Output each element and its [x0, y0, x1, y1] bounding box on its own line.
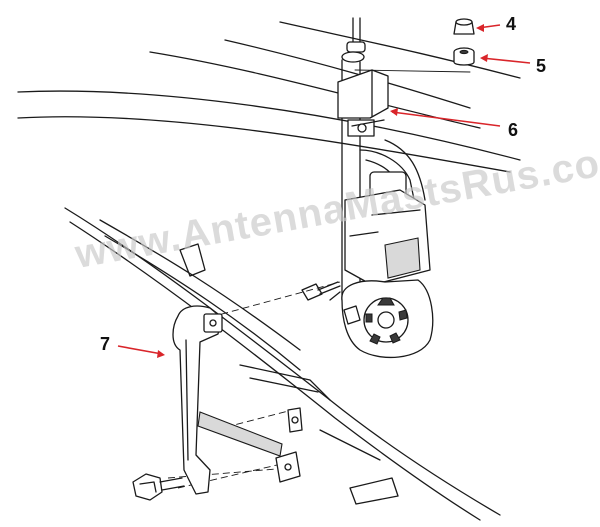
brace-bolt [132, 473, 185, 501]
inner-fender-panel [64, 207, 501, 521]
callout-label-6: 6 [508, 120, 518, 140]
callout-4: 4 [476, 14, 516, 34]
callout-7: 7 [100, 334, 165, 358]
callout-label-7: 7 [100, 334, 110, 354]
callout-label-4: 4 [506, 14, 516, 34]
mast-nut-part [453, 18, 475, 35]
fender-contour-lines [17, 21, 521, 173]
callout-5: 5 [480, 54, 546, 76]
callout-label-5: 5 [536, 56, 546, 76]
callout-6: 6 [390, 108, 518, 140]
support-brace [172, 305, 303, 495]
watermark-text: www.AntennaMastsRus.com [71, 135, 600, 277]
mast-bracket [337, 69, 389, 137]
mast-bushing-part [453, 47, 475, 66]
antenna-motor-assembly [329, 139, 434, 359]
